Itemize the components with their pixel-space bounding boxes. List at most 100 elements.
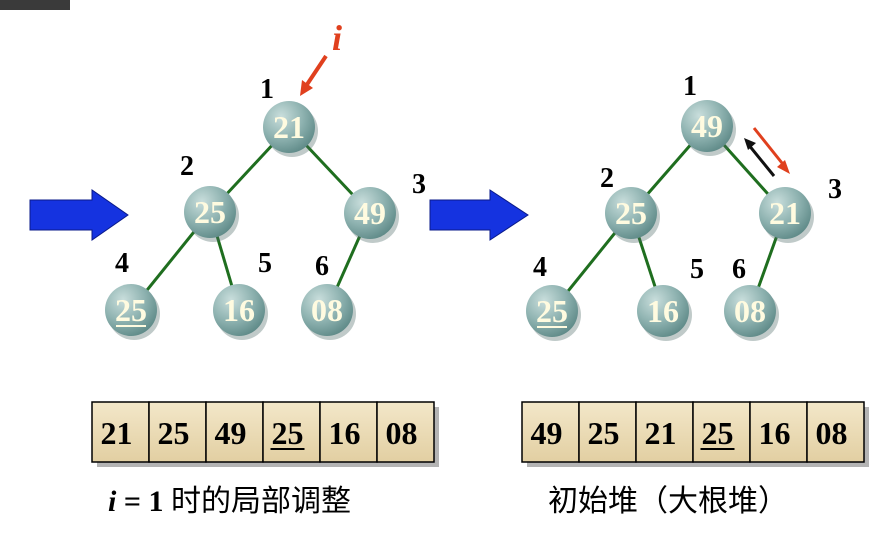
left-caption: i = 1 时的局部调整: [108, 476, 351, 520]
array-cell-box: [521, 401, 580, 463]
node-index: 4: [533, 252, 547, 283]
caption-variable: i: [108, 485, 117, 518]
node-circle: [105, 284, 157, 336]
array-cell: 49: [205, 401, 264, 463]
array-cell-value: 25: [702, 415, 734, 451]
node-index: 2: [600, 163, 614, 194]
array-cell-value: 16: [329, 415, 361, 451]
node-circle: [681, 100, 733, 152]
tree-node: 21 3: [759, 174, 842, 243]
node-circle: [344, 187, 396, 239]
node-index: 5: [258, 248, 272, 279]
node-index: 6: [315, 251, 329, 282]
node-value: 49: [354, 195, 386, 231]
node-value: 21: [273, 109, 305, 145]
array-cell-box: [262, 401, 321, 463]
caption-text: 时的局部调整: [170, 484, 351, 519]
array-cell-box: [806, 401, 865, 463]
array-cell: 49: [521, 401, 580, 463]
array-cell-box: [749, 401, 808, 463]
node-index: 2: [180, 151, 194, 182]
array-cell-value: 49: [531, 415, 563, 451]
node-value: 08: [311, 292, 343, 328]
node-circle: [526, 285, 578, 337]
node-circle: [213, 284, 265, 336]
array-cell: 16: [749, 401, 808, 463]
left-tree-edges: [129, 125, 372, 311]
array-cell-box: [91, 401, 150, 463]
node-value: 25: [115, 292, 147, 328]
node-index: 1: [683, 71, 697, 102]
tree-node: 252: [600, 163, 660, 243]
tree-node: 086: [724, 254, 779, 341]
array-cell: 25: [148, 401, 207, 463]
array-cell: 21: [91, 401, 150, 463]
node-value: 16: [647, 293, 679, 329]
array-cell: 08: [376, 401, 435, 463]
right-tree-edges: [550, 124, 787, 312]
tree-node: 252: [180, 151, 239, 242]
tree-node: 211: [260, 74, 318, 157]
tree-node: 49 3: [344, 169, 426, 243]
node-value: 25: [615, 195, 647, 231]
array-cell-value: 25: [158, 415, 190, 451]
node-index: 4: [115, 248, 129, 279]
node-value: 25: [194, 194, 226, 230]
node-circle: [759, 187, 811, 239]
tree-node: 16 5: [637, 254, 704, 341]
caption-equals: = 1: [116, 485, 171, 518]
pointer-label: i: [332, 18, 342, 58]
caption-text: 初始堆（大根堆）: [548, 484, 788, 519]
transition-arrow-left: [29, 189, 129, 241]
node-index: 1: [260, 74, 274, 105]
swap-arrows: [744, 127, 790, 177]
array-cell-box: [319, 401, 378, 463]
node-index: 6: [732, 254, 746, 285]
node-value: 25: [536, 293, 568, 329]
array-cell: 16: [319, 401, 378, 463]
array-cell: 25: [692, 401, 751, 463]
node-circle: [605, 187, 657, 239]
tree-node: 165: [213, 248, 272, 340]
tree-node: 086: [301, 251, 356, 340]
array-cell: 25: [578, 401, 637, 463]
array-cell-value: 16: [759, 415, 791, 451]
array-cell: 08: [806, 401, 865, 463]
array-cell: 21: [635, 401, 694, 463]
node-circle: [301, 284, 353, 336]
node-index: 3: [412, 169, 426, 200]
transition-arrow-middle: [429, 189, 529, 241]
tree-node: 254: [105, 248, 160, 340]
tree-node: 254: [526, 252, 581, 341]
node-value: 21: [769, 195, 801, 231]
node-circle: [184, 186, 236, 238]
array-cell-value: 21: [645, 415, 677, 451]
pointer-arrow: [300, 54, 328, 96]
array-cell-box: [148, 401, 207, 463]
array-cell-box: [205, 401, 264, 463]
array-cell: 25: [262, 401, 321, 463]
node-circle: [263, 101, 315, 153]
array-cell-value: 25: [272, 415, 304, 451]
corner-tab: [0, 0, 70, 10]
array-cell-value: 25: [588, 415, 620, 451]
right-array: 49 25 21 25 16 08: [521, 401, 869, 467]
node-value: 16: [223, 292, 255, 328]
node-circle: [637, 285, 689, 337]
array-cell-value: 08: [816, 415, 848, 451]
node-index: 5: [690, 254, 704, 285]
array-cell-box: [376, 401, 435, 463]
tree-node: 491: [681, 71, 736, 156]
node-value: 49: [691, 108, 723, 144]
right-caption: 初始堆（大根堆）: [548, 476, 788, 520]
node-value: 08: [734, 293, 766, 329]
node-index: 3: [828, 174, 842, 205]
node-circle: [724, 285, 776, 337]
array-cell-box: [578, 401, 637, 463]
array-cell-value: 08: [386, 415, 418, 451]
array-cell-box: [692, 401, 751, 463]
